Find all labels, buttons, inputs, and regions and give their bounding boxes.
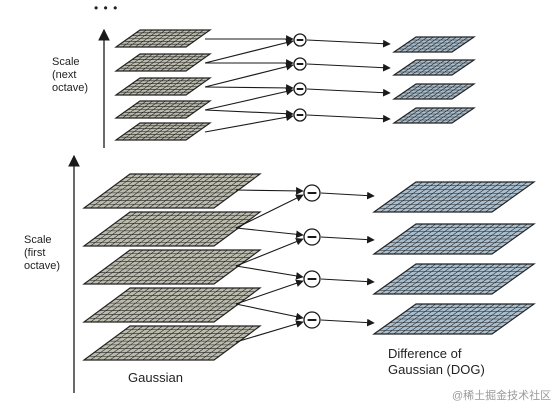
first-gaussian-layer-5 bbox=[82, 325, 262, 361]
first-minus-operator-4 bbox=[303, 311, 321, 329]
next-arrow-lower-3 bbox=[204, 87, 294, 111]
first-dog-layer-4 bbox=[372, 303, 536, 335]
watermark-label: @稀土掘金技术社区 bbox=[452, 390, 552, 402]
next-minus-operator-4 bbox=[293, 108, 307, 122]
first-gaussian-layer-4 bbox=[82, 287, 262, 323]
first-gaussian-layer-3 bbox=[82, 249, 262, 285]
next-gaussian-layer-2 bbox=[114, 53, 212, 72]
next-dog-layer-3 bbox=[392, 83, 476, 100]
first-dog-layer-3-grid bbox=[379, 263, 529, 295]
next-gaussian-layer-1 bbox=[114, 29, 212, 48]
scale-next-line-1: Scale bbox=[52, 56, 80, 68]
next-gaussian-layer-3-grid bbox=[120, 77, 206, 96]
dog-label-line-2: Gaussian (DOG) bbox=[388, 362, 485, 377]
first-arrow-to-dog-4 bbox=[320, 318, 375, 327]
next-gaussian-layer-5-grid bbox=[120, 122, 206, 141]
scale-first-line-1: Scale bbox=[24, 234, 52, 246]
next-dog-layer-4-grid bbox=[398, 107, 470, 124]
next-arrow-to-dog-1 bbox=[306, 39, 391, 48]
next-arrow-lower-1 bbox=[204, 38, 294, 64]
first-dog-layer-3 bbox=[372, 263, 536, 295]
ellipsis-label: • • • bbox=[94, 1, 119, 15]
first-dog-layer-2-grid bbox=[379, 223, 529, 255]
next-dog-layer-3-grid bbox=[398, 83, 470, 100]
next-gaussian-layer-5 bbox=[114, 122, 212, 141]
scale-next-octave-label: Scale (next octave) bbox=[52, 56, 88, 95]
next-arrow-to-dog-4 bbox=[306, 114, 391, 123]
next-gaussian-layer-4 bbox=[114, 100, 212, 119]
first-arrow-upper-2 bbox=[235, 227, 304, 239]
next-arrow-to-dog-2 bbox=[306, 63, 391, 72]
first-gaussian-layer-2 bbox=[82, 211, 262, 247]
next-arrow-upper-3 bbox=[204, 84, 294, 92]
scale-first-line-2: (first bbox=[24, 247, 46, 259]
first-arrow-to-dog-2 bbox=[320, 235, 375, 244]
first-dog-layer-2 bbox=[372, 223, 536, 255]
first-arrow-to-dog-1 bbox=[320, 191, 375, 200]
first-arrow-upper-4 bbox=[235, 303, 304, 321]
first-dog-layer-1 bbox=[372, 181, 536, 213]
next-arrow-to-dog-3 bbox=[306, 88, 391, 97]
next-arrow-lower-2 bbox=[204, 62, 294, 88]
scale-next-line-2: (next bbox=[52, 69, 77, 81]
first-arrow-lower-1 bbox=[235, 194, 304, 229]
next-dog-layer-1-grid bbox=[398, 36, 470, 53]
dog-label-line-1: Difference of bbox=[388, 346, 462, 361]
next-arrow-lower-4 bbox=[204, 113, 294, 133]
scale-next-line-3: octave) bbox=[52, 82, 89, 94]
next-gaussian-layer-1-grid bbox=[120, 29, 206, 48]
next-gaussian-layer-3 bbox=[114, 77, 212, 96]
first-minus-operator-1 bbox=[303, 184, 321, 202]
first-gaussian-layer-1-grid bbox=[89, 173, 255, 209]
first-dog-layer-4-grid bbox=[379, 303, 529, 335]
first-arrow-lower-2 bbox=[235, 238, 304, 267]
next-gaussian-layer-2-grid bbox=[120, 53, 206, 72]
first-gaussian-layer-3-grid bbox=[89, 249, 255, 285]
next-minus-operator-1 bbox=[293, 33, 307, 47]
first-minus-operator-3 bbox=[303, 270, 321, 288]
scale-first-octave-label: Scale (first octave) bbox=[24, 234, 60, 273]
first-dog-layer-1-grid bbox=[379, 181, 529, 213]
next-gaussian-layer-4-grid bbox=[120, 100, 206, 119]
first-gaussian-layer-5-grid bbox=[89, 325, 255, 361]
next-dog-layer-2 bbox=[392, 59, 476, 76]
next-dog-layer-2-grid bbox=[398, 59, 470, 76]
first-arrow-upper-1 bbox=[235, 187, 304, 195]
dog-label: Difference of Gaussian (DOG) bbox=[388, 346, 485, 378]
first-minus-operator-2 bbox=[303, 228, 321, 246]
next-dog-layer-4 bbox=[392, 107, 476, 124]
first-arrow-upper-3 bbox=[235, 265, 304, 280]
first-arrow-lower-4 bbox=[235, 320, 304, 343]
next-arrow-upper-4 bbox=[204, 109, 294, 118]
next-minus-operator-3 bbox=[293, 82, 307, 96]
first-arrow-lower-3 bbox=[235, 279, 304, 305]
first-gaussian-layer-4-grid bbox=[89, 287, 255, 323]
first-arrow-to-dog-3 bbox=[320, 277, 375, 286]
gaussian-label: Gaussian bbox=[128, 370, 183, 385]
first-gaussian-layer-1 bbox=[82, 173, 262, 209]
next-dog-layer-1 bbox=[392, 36, 476, 53]
scale-first-line-3: octave) bbox=[24, 260, 61, 272]
next-minus-operator-2 bbox=[293, 57, 307, 71]
first-gaussian-layer-2-grid bbox=[89, 211, 255, 247]
